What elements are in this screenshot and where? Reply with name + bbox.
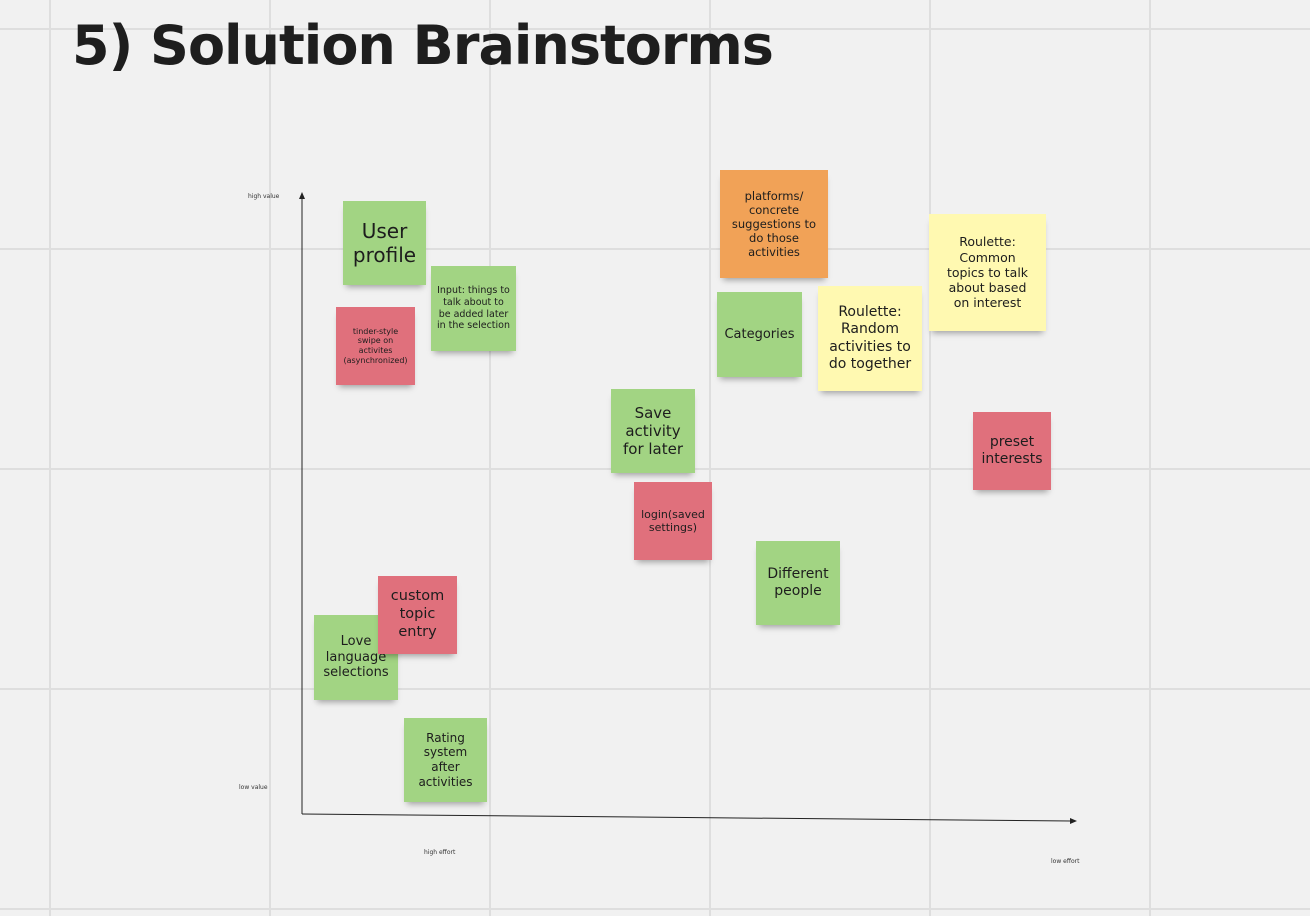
- sticky-note-custom-topic[interactable]: custom topic entry: [378, 576, 457, 654]
- sticky-note-rating-system[interactable]: Rating system after activities: [404, 718, 487, 802]
- axis-label-high-effort: high effort: [424, 849, 456, 856]
- axis-label-high-value: high value: [248, 193, 280, 200]
- sticky-note-text: Input: things to talk about to be added …: [437, 285, 510, 332]
- sticky-note-text: platforms/ concrete suggestions to do th…: [731, 188, 817, 260]
- y-axis-arrowhead: [299, 192, 305, 199]
- grid-line: [0, 28, 1310, 30]
- grid-line: [489, 0, 491, 916]
- sticky-note-save-activity[interactable]: Save activity for later: [611, 389, 695, 473]
- grid-line: [1149, 0, 1151, 916]
- sticky-note-tinder-swipe[interactable]: tinder-style swipe on activites (asynchr…: [336, 307, 415, 385]
- sticky-note-login[interactable]: login(saved settings): [634, 482, 712, 560]
- sticky-note-roulette-random[interactable]: Roulette: Random activities to do togeth…: [818, 286, 922, 391]
- sticky-note-roulette-common[interactable]: Roulette: Common topics to talk about ba…: [929, 214, 1046, 331]
- axis-label-low-value: low value: [239, 784, 268, 791]
- sticky-note-text: Categories: [724, 326, 795, 342]
- sticky-note-text: Love language selections: [323, 633, 389, 681]
- sticky-note-text: User profile: [352, 218, 417, 267]
- sticky-note-categories[interactable]: Categories: [717, 292, 802, 377]
- sticky-note-text: Roulette: Common topics to talk about ba…: [946, 234, 1029, 311]
- sticky-note-text: Roulette: Random activities to do togeth…: [828, 304, 912, 372]
- grid-line: [0, 688, 1310, 690]
- sticky-note-preset-interests[interactable]: preset interests: [973, 412, 1051, 490]
- grid-line: [709, 0, 711, 916]
- sticky-note-text: login(saved settings): [641, 507, 705, 534]
- sticky-note-input-things[interactable]: Input: things to talk about to be added …: [431, 266, 516, 351]
- sticky-note-platforms[interactable]: platforms/ concrete suggestions to do th…: [720, 170, 828, 278]
- sticky-note-text: Different people: [767, 565, 829, 599]
- sticky-note-user-profile[interactable]: User profile: [343, 201, 426, 285]
- grid-line: [0, 248, 1310, 250]
- x-axis-line: [301, 813, 1072, 822]
- grid-line: [0, 908, 1310, 910]
- grid-line: [269, 0, 271, 916]
- grid-line: [49, 0, 51, 916]
- sticky-note-text: custom topic entry: [390, 588, 445, 640]
- sticky-note-text: Save activity for later: [622, 403, 684, 459]
- board-title: 5) Solution Brainstorms: [72, 14, 774, 77]
- grid-line: [929, 0, 931, 916]
- axis-label-low-effort: low effort: [1051, 858, 1080, 865]
- sticky-note-different-people[interactable]: Different people: [756, 541, 840, 625]
- sticky-note-text: preset interests: [981, 433, 1043, 467]
- x-axis-arrowhead: [1070, 818, 1077, 824]
- sticky-note-love-language[interactable]: Love language selections: [314, 615, 398, 700]
- sticky-note-text: tinder-style swipe on activites (asynchr…: [343, 326, 408, 365]
- sticky-note-text: Rating system after activities: [418, 730, 473, 789]
